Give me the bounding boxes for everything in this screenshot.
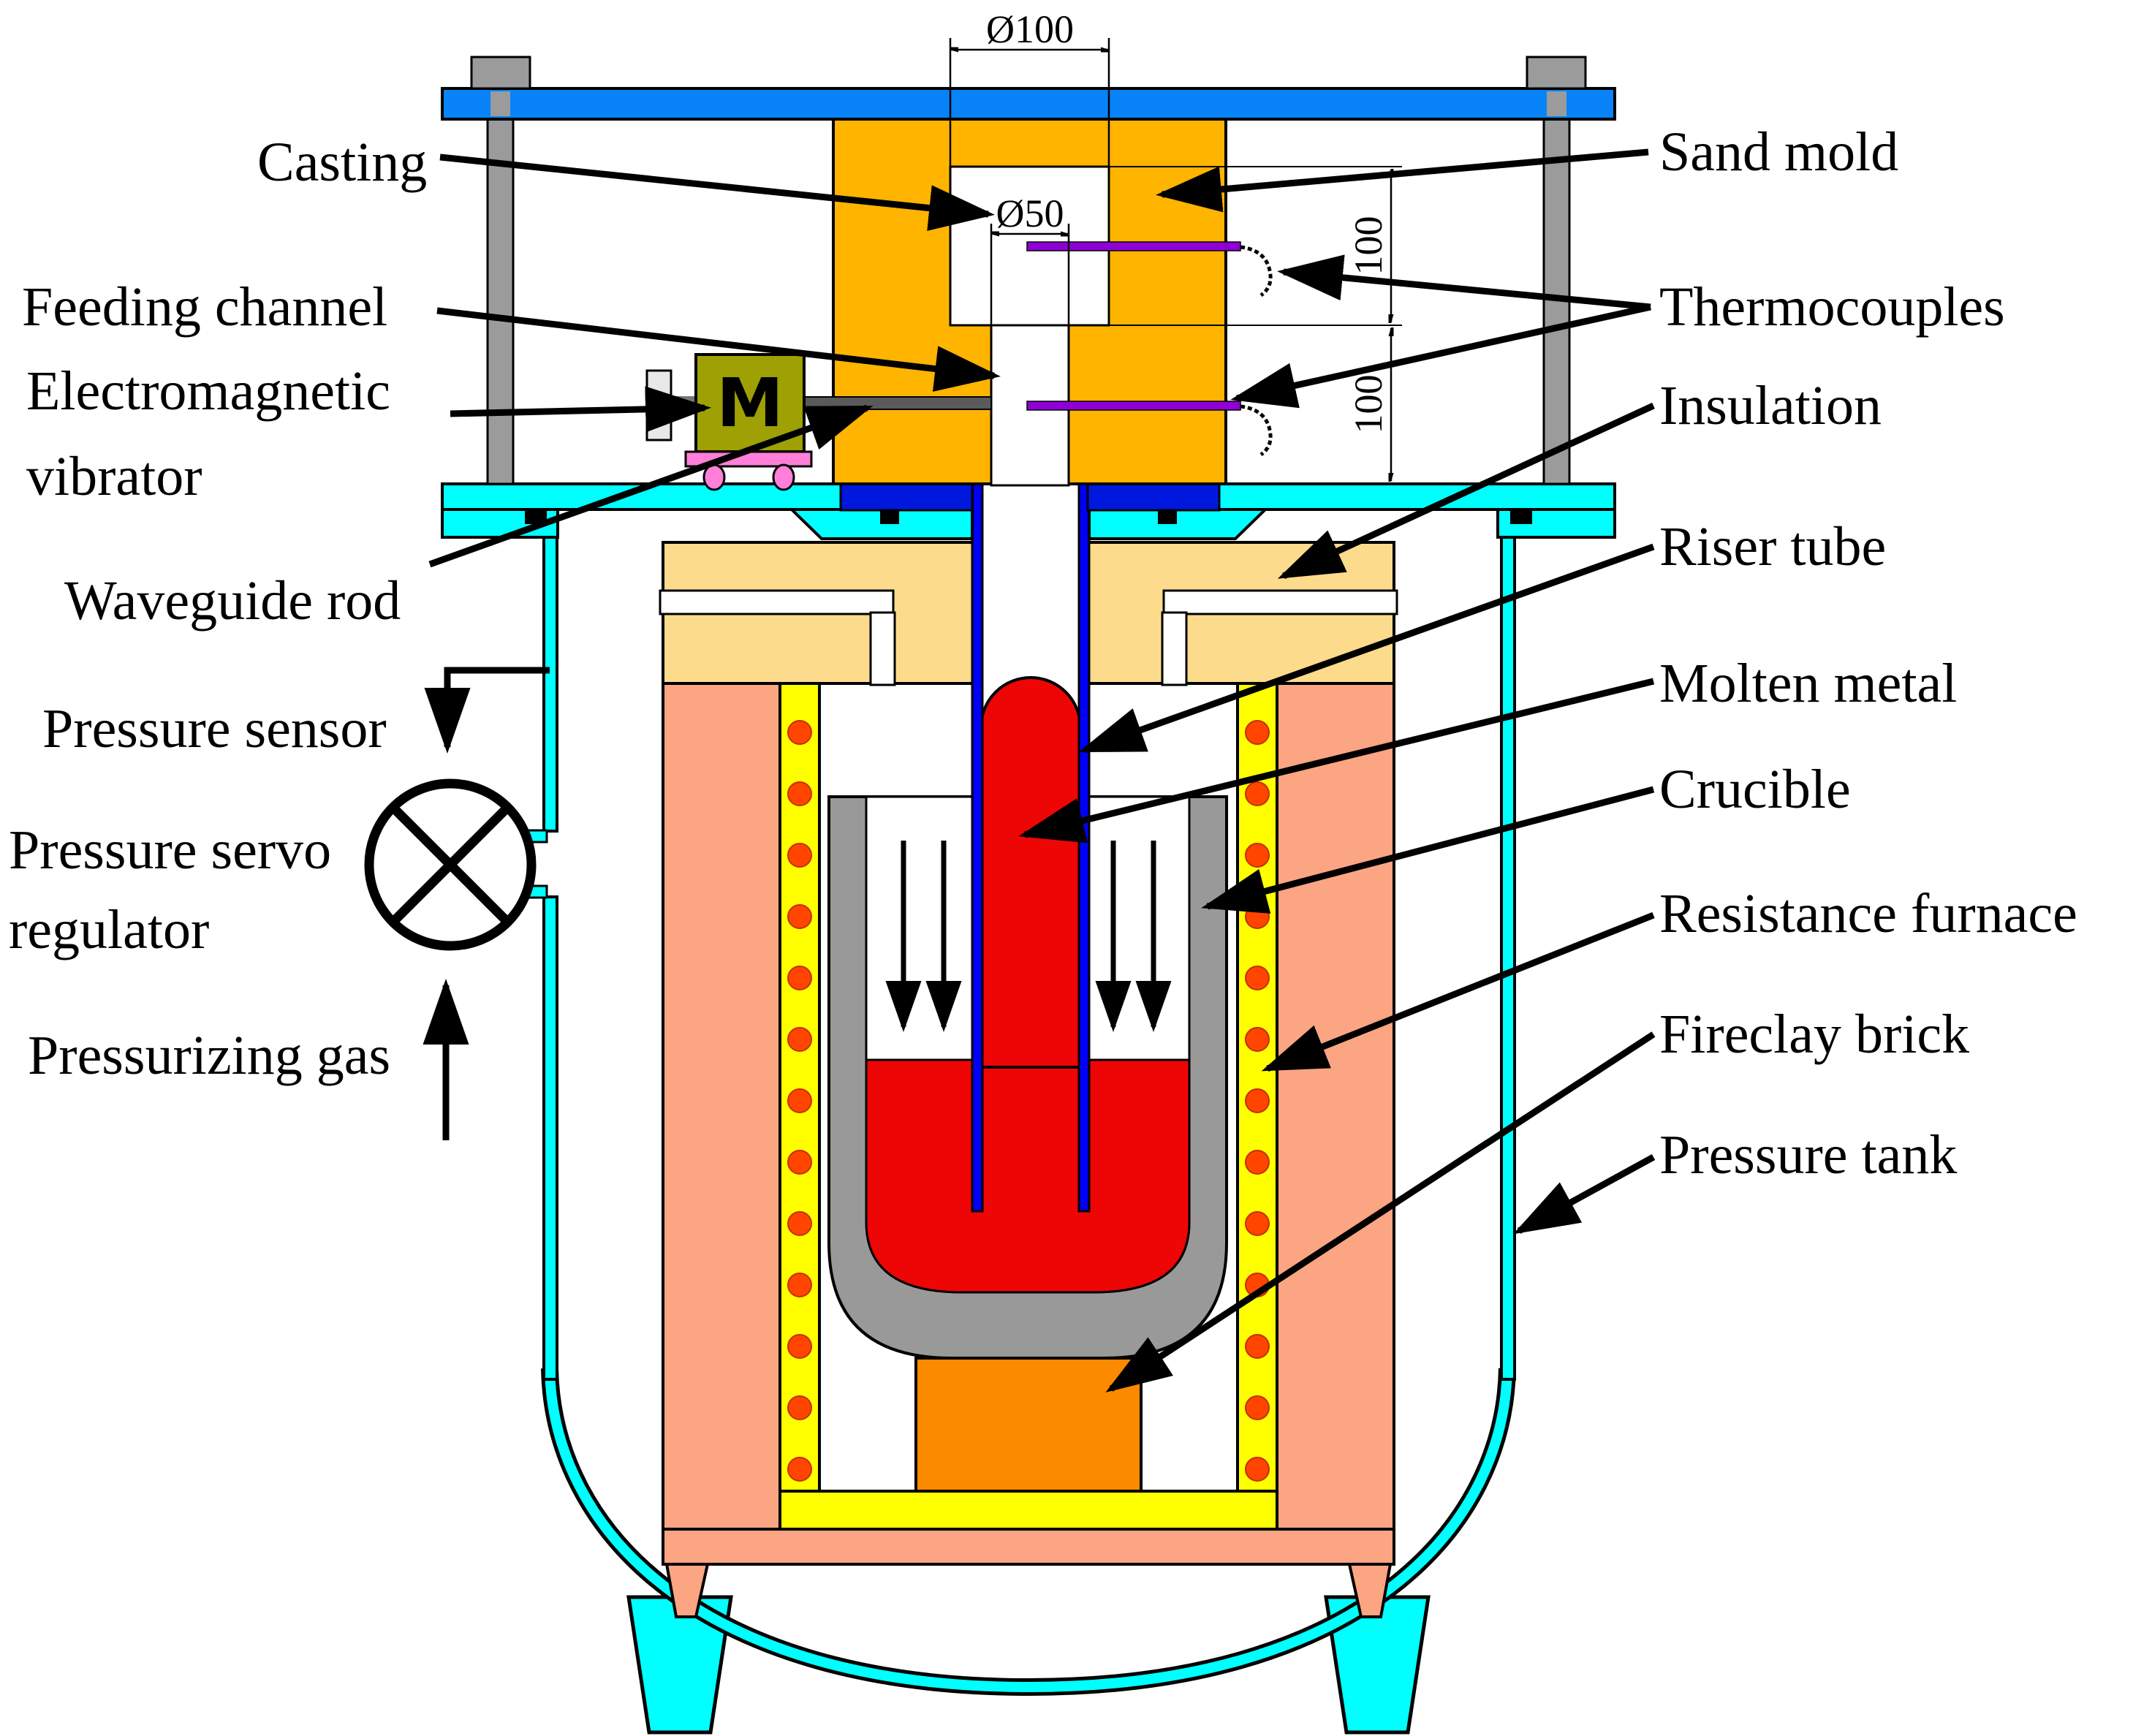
- tie-rod-right: [1542, 87, 1571, 485]
- dim-text-d100: Ø100: [986, 7, 1074, 51]
- pressure-servo-regulator-symbol: [364, 778, 537, 951]
- label-crucible: Crucible: [1659, 759, 1851, 820]
- arrow-sand-mold: [1156, 148, 1649, 213]
- label-pressure-sensor: Pressure sensor: [42, 698, 387, 759]
- furnace-wall-left: [662, 682, 781, 1566]
- insulation-right-vslot: [1161, 611, 1188, 686]
- dimension-lines: [949, 38, 1402, 485]
- trolley-wheel-right: [772, 463, 795, 491]
- label-regulator: regulator: [9, 899, 210, 960]
- molten-metal-pool: [865, 1058, 1191, 1294]
- arrow-casting: [439, 153, 995, 231]
- label-thermocouples: Thermocouples: [1659, 276, 2005, 338]
- vibrator-shaft: [670, 396, 697, 403]
- arrow-riser-tube: [1078, 543, 1655, 754]
- crucible: [827, 795, 1228, 1360]
- thermocouples-group: [1026, 241, 1273, 457]
- bolt-head-left: [470, 56, 531, 90]
- label-resistance-furnace: Resistance furnace: [1659, 883, 2077, 944]
- label-insulation: Insulation: [1659, 375, 1882, 436]
- tie-rod-left: [486, 87, 515, 485]
- thermocouple-lower: [1026, 401, 1241, 411]
- tank-dish: [545, 1368, 1512, 1693]
- tank-wall-left-upper: [542, 534, 558, 833]
- gas-pressure-arrows: [885, 841, 1172, 1032]
- label-sand-mold: Sand mold: [1659, 121, 1899, 183]
- arrow-resistance-furnace: [1261, 911, 1655, 1072]
- dim-text-d50: Ø50: [996, 192, 1064, 235]
- vibrator-motor-label: M: [716, 364, 784, 442]
- arrow-insulation: [1277, 402, 1655, 580]
- tank-wall-left-lower: [542, 895, 558, 1381]
- label-feeding-channel: Feeding channel: [22, 276, 388, 338]
- tie-rod-right-through: [1547, 91, 1566, 116]
- label-waveguide-rod: Waveguide rod: [64, 570, 401, 632]
- tie-rod-left-through: [490, 91, 510, 116]
- bolt-head-right: [1526, 56, 1587, 90]
- tank-leg-right: [1324, 1595, 1431, 1735]
- fireclay-brick: [914, 1357, 1143, 1493]
- lid-flange-right: [1088, 508, 1269, 540]
- dim-text-100-upper: 100: [1346, 216, 1390, 276]
- arrow-thermocouple-lower: [1230, 303, 1651, 409]
- label-riser-tube: Riser tube: [1659, 516, 1887, 577]
- thermocouple-lower-wire: [1240, 404, 1273, 457]
- mold-seal-left: [839, 482, 974, 512]
- mold-seal-right: [1086, 482, 1221, 512]
- arrow-crucible: [1201, 786, 1655, 914]
- label-pressure-servo: Pressure servo: [9, 819, 332, 881]
- arrow-fireclay-brick: [1105, 1031, 1656, 1392]
- arrow-electromagnetic-vibrator: [450, 386, 711, 433]
- lid-bolt-right: [1510, 508, 1532, 524]
- vibrator-paddle: [645, 369, 673, 441]
- dim-text-100-lower: 100: [1346, 374, 1390, 434]
- insulation-right-slot: [1162, 589, 1398, 615]
- arrow-molten-metal: [1018, 678, 1655, 844]
- sand-mold-group: [832, 118, 1227, 512]
- furnace-foot-right: [1347, 1563, 1393, 1618]
- trolley-wheel-left: [702, 463, 726, 491]
- arrow-waveguide-rod: [428, 404, 874, 568]
- riser-tube-wall-right: [1077, 482, 1091, 1213]
- thermocouple-upper-wire: [1240, 245, 1273, 297]
- insulation-left-vslot: [869, 611, 896, 686]
- molten-metal-column: [980, 676, 1082, 1069]
- furnace-foot-left: [664, 1563, 710, 1618]
- waveguide-rod: [802, 396, 992, 410]
- arrow-feeding-channel: [436, 307, 1001, 392]
- furnace-wall-right: [1276, 682, 1395, 1566]
- arrow-pressure-tank: [1513, 1154, 1656, 1235]
- callout-arrows: [428, 148, 1656, 1392]
- pressure-tank: [510, 534, 1516, 1735]
- insulation-left-slot: [659, 589, 895, 615]
- furnace-bottom: [662, 1528, 1395, 1566]
- riser-tube-wall-left: [971, 482, 984, 1213]
- label-fireclay-brick: Fireclay brick: [1659, 1004, 1970, 1065]
- lid-pin-right: [1158, 508, 1177, 524]
- tank-wall-right: [1500, 534, 1516, 1381]
- label-pressure-tank: Pressure tank: [1659, 1124, 1958, 1186]
- label-molten-metal: Molten metal: [1659, 653, 1958, 714]
- lid-bolt-left: [525, 508, 547, 524]
- top-plate: [441, 87, 1616, 121]
- riser-tube-interior: [981, 484, 1080, 689]
- label-pressurizing-gas: Pressurizing gas: [28, 1025, 391, 1086]
- pressure-sensor-line: [424, 667, 550, 754]
- arrow-thermocouple-upper: [1277, 254, 1651, 311]
- valve-cross-2: [390, 804, 511, 925]
- label-casting: Casting: [257, 132, 428, 193]
- heater-bottom: [778, 1490, 1278, 1531]
- resistance-heater: [778, 682, 1278, 1531]
- label-electromagnetic: Electromagnetic: [26, 360, 390, 422]
- lid-pin-left: [880, 508, 899, 524]
- top-clamp: [441, 56, 1616, 485]
- label-vibrator: vibrator: [26, 446, 202, 507]
- thermocouple-upper: [1026, 241, 1241, 251]
- resistance-furnace-body: [662, 682, 1395, 1618]
